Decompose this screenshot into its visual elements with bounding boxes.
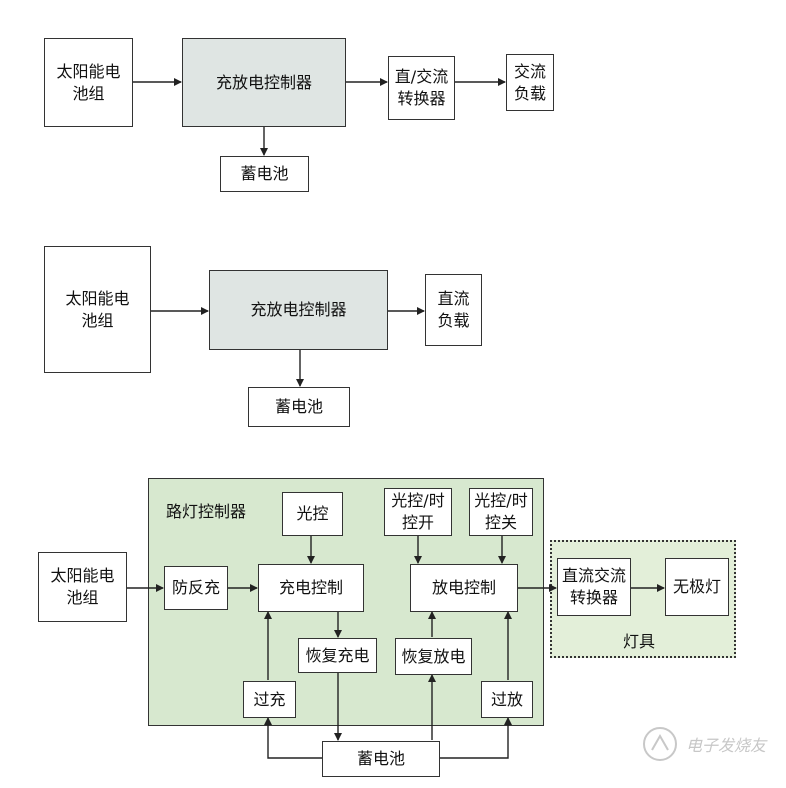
street-light-controller-title: 路灯控制器 <box>166 502 247 521</box>
watermark: 电子发烧友 <box>640 724 766 764</box>
charge-discharge-controller-box-2: 充放电控制器 <box>209 270 388 350</box>
electrodeless-lamp-box: 无极灯 <box>665 558 729 616</box>
anti-reverse-charge-box: 防反充 <box>164 566 228 610</box>
lamp-fixture-label: 灯具 <box>623 632 656 651</box>
solar-panel-box-3: 太阳能电 池组 <box>38 552 127 622</box>
light-timer-off-box: 光控/时 控关 <box>469 488 533 536</box>
arrow-battery-to-overcharge <box>264 717 322 759</box>
solar-panel-box-2: 太阳能电 池组 <box>44 246 151 373</box>
recover-discharge-box: 恢复放电 <box>395 638 472 675</box>
dc-ac-inverter-box-1: 直/交流 转换器 <box>388 56 455 120</box>
watermark-text: 电子发烧友 <box>686 736 767 755</box>
overcharge-box: 过充 <box>243 681 296 718</box>
solar-panel-box-1: 太阳能电 池组 <box>44 38 133 127</box>
battery-box-3: 蓄电池 <box>322 741 440 777</box>
dc-ac-converter-box: 直流交流 转换器 <box>557 558 631 616</box>
charge-control-box: 充电控制 <box>258 564 364 612</box>
overdischarge-box: 过放 <box>481 681 533 718</box>
charge-discharge-controller-box-1: 充放电控制器 <box>182 38 346 127</box>
battery-box-2: 蓄电池 <box>248 387 350 427</box>
ac-load-box-1: 交流 负载 <box>506 54 554 111</box>
discharge-control-box: 放电控制 <box>410 564 518 612</box>
recover-charge-box: 恢复充电 <box>298 638 377 673</box>
battery-box-1: 蓄电池 <box>220 156 309 192</box>
watermark-logo-icon <box>643 727 677 761</box>
light-timer-on-box: 光控/时 控开 <box>384 488 452 536</box>
arrow-battery-to-overdischarge <box>440 717 512 759</box>
dc-load-box-2: 直流 负载 <box>425 274 482 346</box>
light-control-box: 光控 <box>282 492 343 536</box>
